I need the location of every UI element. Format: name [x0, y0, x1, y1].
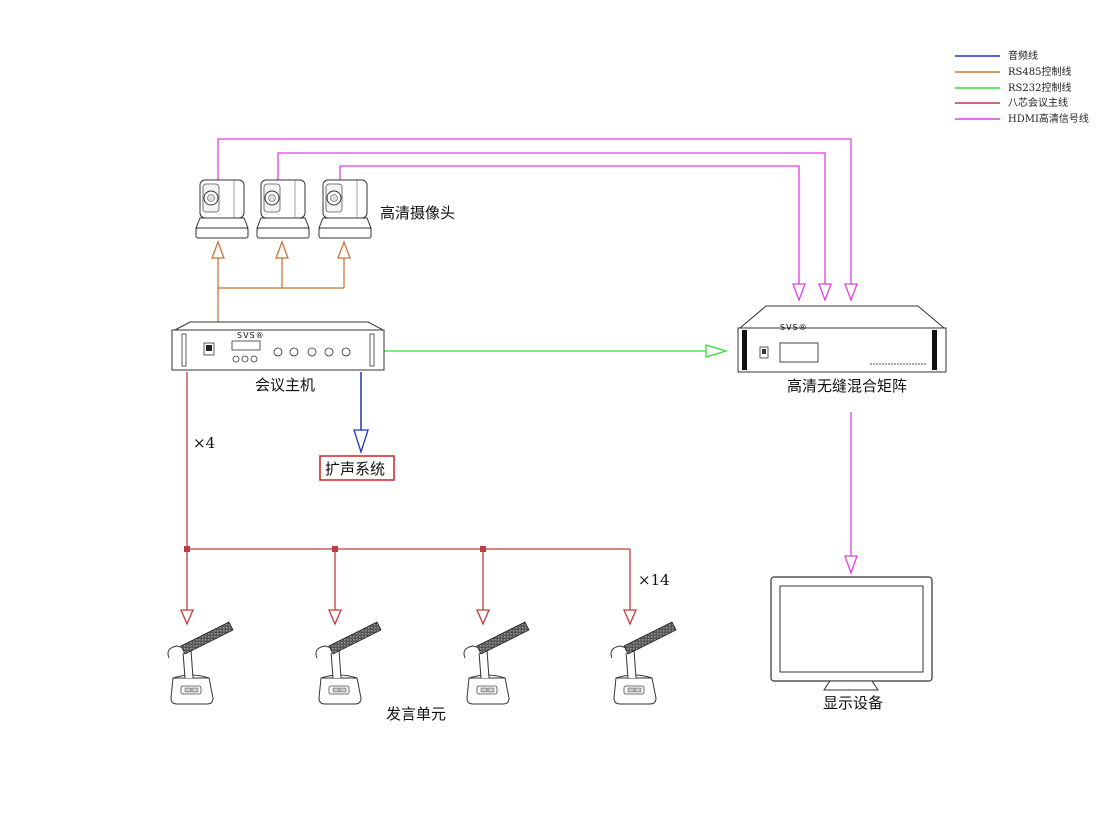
rs232-arrowhead: [705, 344, 729, 358]
microphone-icon: [463, 621, 530, 705]
legend-item-eight-core: 八芯会议主线: [955, 96, 1068, 109]
matrix-label: 高清无缝混合矩阵: [787, 377, 907, 395]
eight-core-arrowheads: [180, 609, 637, 626]
microphone-icon: [315, 621, 382, 705]
eight-core-junctions: [184, 546, 486, 552]
legend-item-rs232: RS232控制线: [955, 81, 1071, 94]
legend-label: 八芯会议主线: [1008, 96, 1068, 109]
camera-icon: [195, 179, 249, 239]
units-label: 发言单元: [386, 705, 446, 723]
microphone-icon: [167, 621, 234, 705]
legend-label: 音频线: [1008, 49, 1038, 62]
legend-label: RS232控制线: [1008, 81, 1071, 94]
legend-item-hdmi: HDMI高清信号线: [955, 112, 1089, 125]
legend: 音频线 RS485控制线 RS232控制线 八芯会议主线 HDMI高清信号线: [955, 49, 1089, 125]
host-brand: SVS®: [237, 331, 265, 340]
speaker-units: [167, 621, 677, 705]
rs485-arrowheads: [211, 240, 351, 259]
display-label: 显示设备: [823, 694, 883, 712]
eight-core-lines: [186, 372, 631, 612]
pa-label: 扩声系统: [325, 460, 385, 478]
cameras: [195, 179, 372, 239]
legend-item-rs485: RS485控制线: [955, 65, 1071, 78]
hdmi-lines: [217, 138, 852, 565]
host-label: 会议主机: [255, 376, 315, 394]
camera-icon: [256, 179, 310, 239]
x14-label: ×14: [638, 571, 670, 589]
x4-label: ×4: [193, 434, 215, 452]
pa-box: [319, 455, 395, 481]
hdmi-arrowheads: [792, 283, 858, 575]
legend-item-audio: 音频线: [955, 49, 1038, 62]
audio-arrowhead: [353, 429, 369, 455]
rs485-lines: [217, 252, 345, 322]
conference-host-device: SVS®: [171, 321, 385, 371]
matrix-brand: SVS®: [780, 323, 808, 332]
legend-label: RS485控制线: [1008, 65, 1071, 78]
microphone-icon: [610, 621, 677, 705]
legend-label: HDMI高清信号线: [1008, 112, 1089, 125]
camera-icon: [318, 179, 372, 239]
display-device: [770, 576, 933, 691]
matrix-device: SVS®: [737, 305, 947, 373]
cameras-label: 高清摄像头: [380, 204, 455, 222]
